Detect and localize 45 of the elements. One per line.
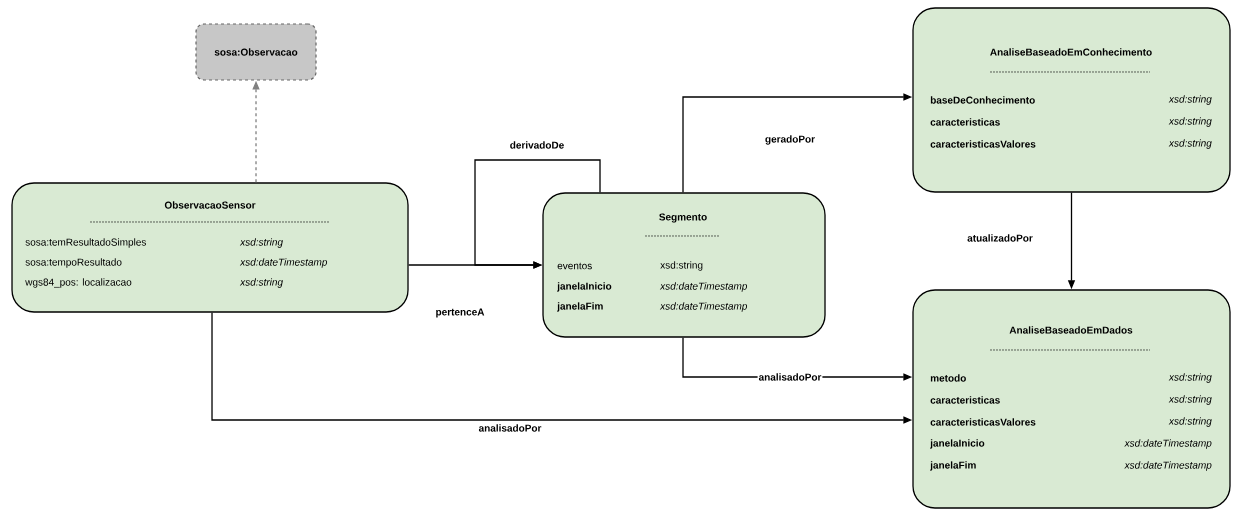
attribute-name: janelaInicio xyxy=(557,282,612,292)
external-class-box xyxy=(195,23,317,81)
class-name: Segmento xyxy=(659,213,707,223)
class-name: AnaliseBaseadoEmConhecimento xyxy=(990,48,1152,56)
class-name: AnaliseBaseadoEmDados xyxy=(1009,326,1133,334)
attribute-type: xsd:dateTimestamp xyxy=(239,258,328,268)
class-box xyxy=(912,289,1231,509)
attribute-name: baseDeConhecimento xyxy=(930,96,1035,104)
edge-label: analisadoPor xyxy=(477,423,543,433)
attribute-type: xsd:dateTimestamp xyxy=(659,302,748,312)
attribute-type: xsd:string xyxy=(239,278,283,288)
attribute-name: janelaInicio xyxy=(930,439,985,449)
attribute-type: xsd:dateTimestamp xyxy=(1124,461,1212,471)
attribute-name: caracteristicas xyxy=(930,118,1000,126)
attribute-name: caracteristicasValores xyxy=(930,418,1036,426)
attribute-type: xsd:dateTimestamp xyxy=(1124,439,1212,449)
class-box xyxy=(11,182,409,313)
attribute-name: caracteristicasValores xyxy=(930,140,1036,148)
class-box xyxy=(542,192,826,338)
attribute-name: eventos xyxy=(557,262,592,270)
attribute-type: xsd:string xyxy=(1168,139,1212,149)
attribute-name: wgs84_pos: localizacao xyxy=(25,278,132,288)
attribute-type: xsd:string xyxy=(1168,417,1212,427)
attribute-name: janelaFim xyxy=(930,461,976,471)
class-name: sosa:Observacao xyxy=(214,48,298,56)
attribute-name: caracteristicas xyxy=(930,396,1000,404)
attribute-type: xsd:string xyxy=(1168,117,1212,127)
edge-label: atualizadoPor xyxy=(966,233,1034,243)
attribute-type: xsd:string xyxy=(239,238,283,248)
attribute-type: xsd:string xyxy=(660,261,703,271)
attribute-name: sosa:temResultadoSimples xyxy=(25,238,146,248)
class-name: ObservacaoSensor xyxy=(164,201,256,209)
edge-label: geradoPor xyxy=(764,134,816,146)
attribute-name: metodo xyxy=(930,374,966,382)
attribute-type: xsd:string xyxy=(1168,395,1212,405)
attribute-name: sosa:tempoResultado xyxy=(25,258,122,268)
arrow xyxy=(474,159,601,269)
attribute-type: xsd:dateTimestamp xyxy=(659,282,748,292)
attribute-type: xsd:string xyxy=(1168,95,1212,105)
edge-label: analisadoPor xyxy=(757,372,823,382)
attribute-name: janelaFim xyxy=(557,302,603,312)
edge-label: pertenceA xyxy=(434,307,486,319)
class-box xyxy=(912,7,1231,193)
attribute-type: xsd:string xyxy=(1168,373,1212,383)
edge-label: derivadoDe xyxy=(508,140,566,150)
